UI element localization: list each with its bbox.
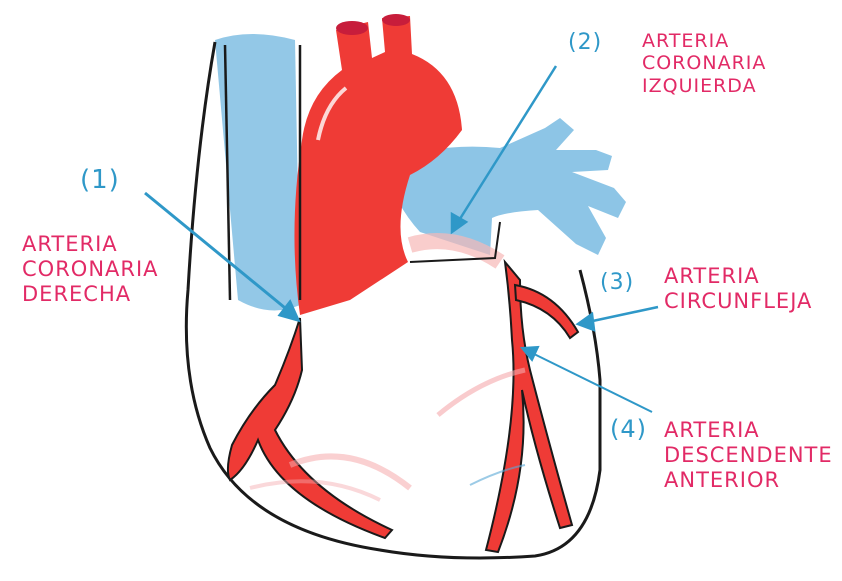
aortic-branch-top <box>336 21 368 35</box>
right-coronary-label: ARTERIA CORONARIA DERECHA <box>22 232 159 306</box>
anterior-descending-artery <box>486 262 572 552</box>
arrow-4 <box>522 347 652 412</box>
descending-number: (4) <box>610 415 647 443</box>
right-coronary-number: (1) <box>80 165 120 196</box>
left-coronary-label: ARTERIA CORONARIA IZQUIERDA <box>642 30 766 97</box>
left-coronary-number: (2) <box>568 30 602 56</box>
circumflex-artery <box>515 285 578 338</box>
descending-label: ARTERIA DESCENDENTE ANTERIOR <box>664 418 833 492</box>
circumflex-label: ARTERIA CIRCUNFLEJA <box>664 264 812 314</box>
circumflex-number: (3) <box>600 270 634 296</box>
aortic-branch-top-2 <box>382 14 410 26</box>
right-coronary-artery <box>228 318 392 538</box>
